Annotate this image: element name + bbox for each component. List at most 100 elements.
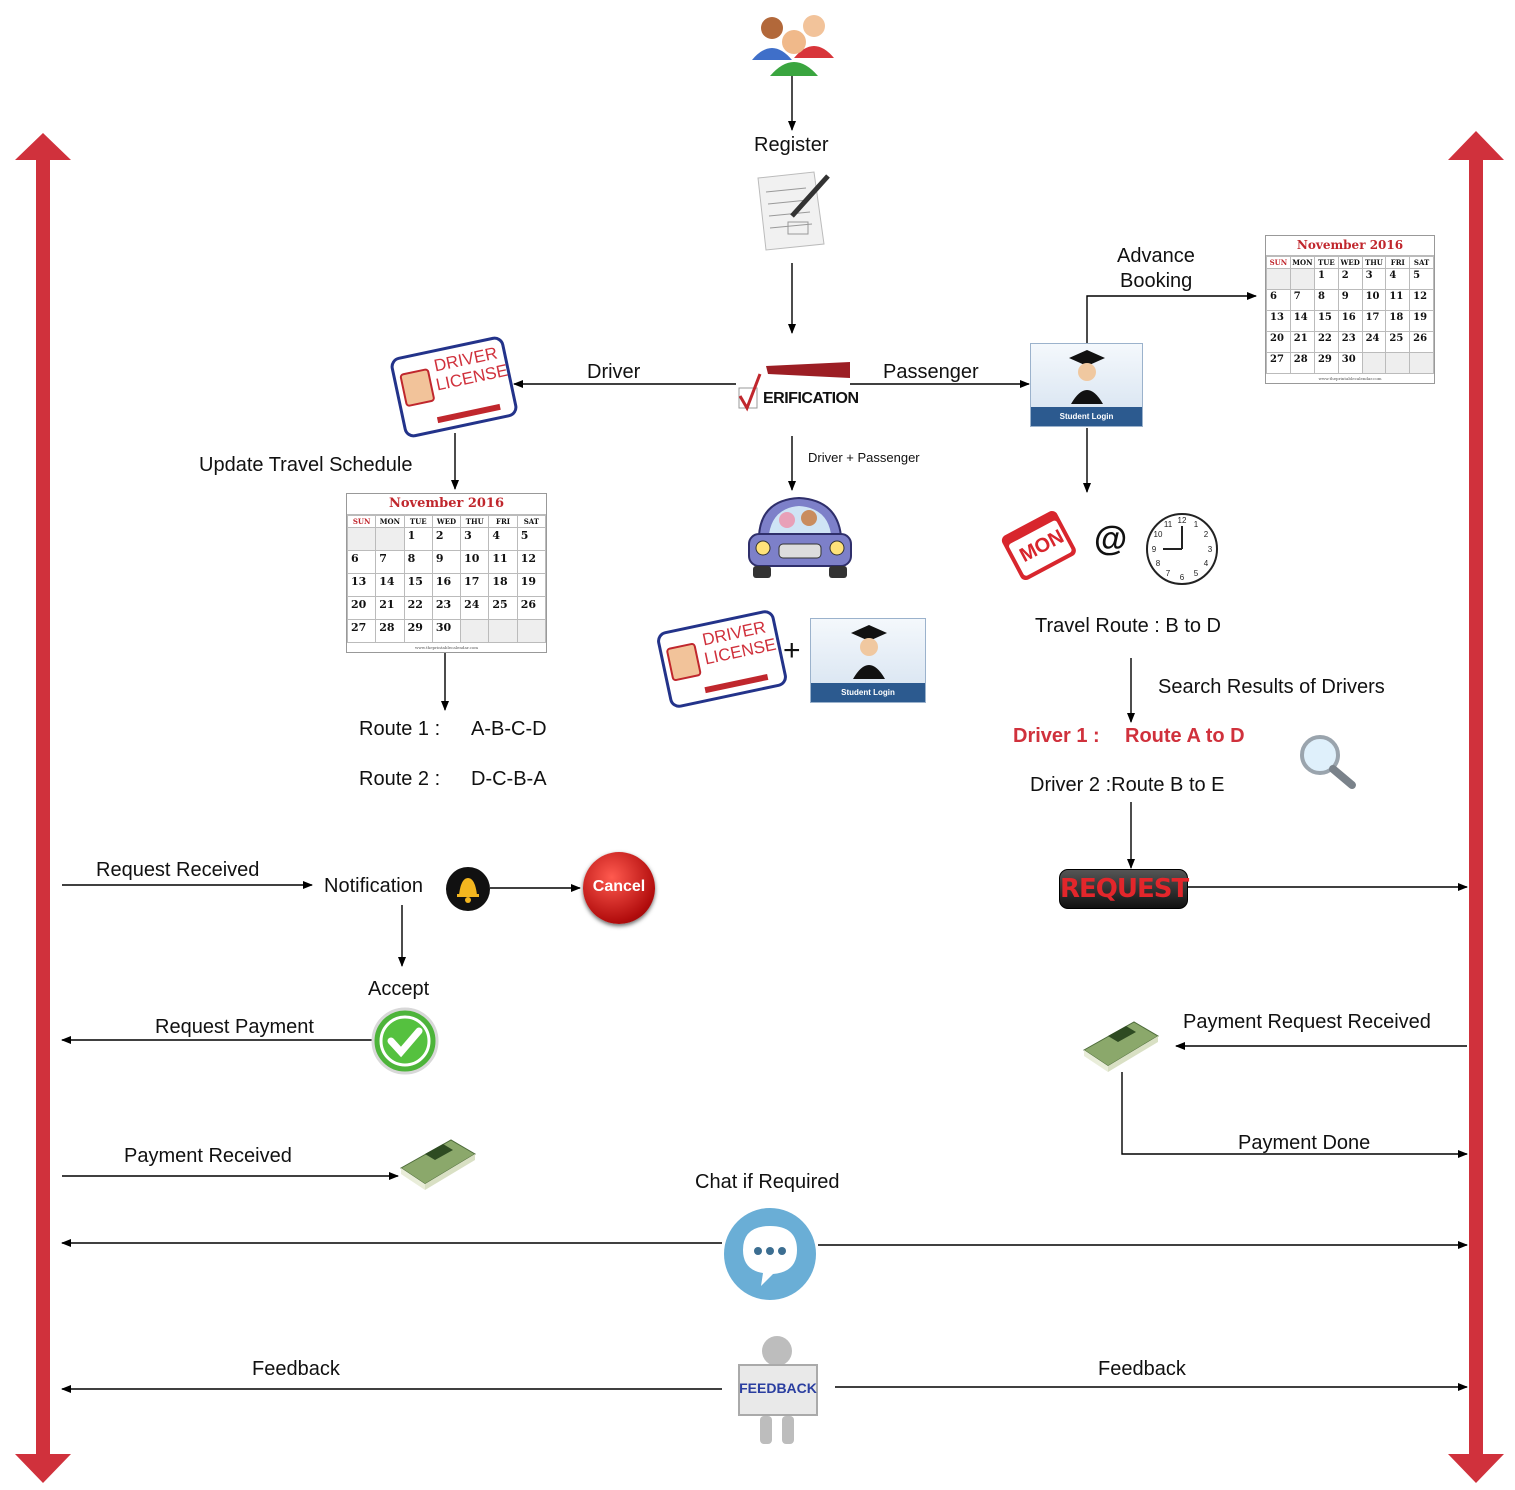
payment-request-received-label: Payment Request Received [1183, 1011, 1431, 1033]
svg-text:9: 9 [1152, 545, 1157, 554]
driver2-result[interactable]: Driver 2 :Route B to E [1030, 774, 1225, 796]
driver-plus-passenger-label: Driver + Passenger [808, 450, 920, 465]
calendar-day-header: WED [431, 515, 462, 528]
request-payment-label: Request Payment [155, 1016, 314, 1038]
chat-if-required-label: Chat if Required [695, 1171, 840, 1193]
svg-text:7: 7 [1166, 569, 1171, 578]
student-login-label: Student Login [1031, 407, 1142, 426]
calendar-date-cell: 29 [403, 619, 433, 643]
request-received-label: Request Received [96, 859, 260, 881]
accept-check-icon[interactable] [371, 1007, 439, 1075]
calendar-date-cell [1409, 352, 1434, 374]
calendar-date-cell: 25 [1385, 331, 1411, 353]
calendar-day-header: THU [1361, 256, 1387, 269]
verification-label: ERIFICATION [763, 390, 859, 407]
at-symbol: @ [1094, 520, 1128, 558]
calendar-date-cell: 14 [375, 573, 405, 597]
calendar-date-cell: 25 [488, 596, 518, 620]
calendar-date-cell [488, 619, 518, 643]
calendar-date-cell: 20 [346, 596, 377, 620]
request-label: REQUEST [1060, 874, 1189, 904]
calendar-date-cell: 13 [1266, 310, 1291, 332]
calendar-day-header: SUN [1266, 256, 1291, 269]
calendar-date-cell: 30 [431, 619, 462, 643]
calendar-date-cell: 26 [516, 596, 547, 620]
calendar-date-cell: 19 [1409, 310, 1434, 332]
calendar-date-cell: 21 [1289, 331, 1315, 353]
calendar-date-cell: 22 [1313, 331, 1339, 353]
payment-done-label: Payment Done [1238, 1132, 1371, 1154]
calendar-date-cell [1266, 268, 1291, 290]
calendar-date-cell: 15 [1313, 310, 1339, 332]
calendar-date-cell: 16 [431, 573, 462, 597]
calendar-date-cell: 7 [375, 550, 405, 574]
left-lifeline [15, 133, 71, 1483]
calendar-date-cell: 30 [1337, 352, 1363, 374]
calendar-date-cell [1385, 352, 1411, 374]
calendar-date-cell: 6 [346, 550, 377, 574]
calendar-date-cell: 23 [1337, 331, 1363, 353]
student-login-label: Student Login [811, 683, 925, 702]
money-stack-icon [1083, 1021, 1159, 1072]
calendar-date-cell: 27 [346, 619, 377, 643]
calendar-date-cell: 4 [1385, 268, 1411, 290]
calendar-date-cell: 15 [403, 573, 433, 597]
calendar-date-cell: 10 [1361, 289, 1387, 311]
calendar-date-cell: 2 [1337, 268, 1363, 290]
calendar-date-cell: 19 [516, 573, 547, 597]
calendar-date-cell: 28 [1289, 352, 1315, 374]
register-form-icon [757, 171, 830, 251]
plus-sign: + [783, 634, 801, 667]
graduate-icon [851, 625, 887, 679]
route2-name: Route 2 : [359, 768, 441, 790]
search-results-label: Search Results of Drivers [1158, 676, 1385, 698]
calendar-date-cell: 29 [1313, 352, 1339, 374]
calendar-day-header: SAT [1409, 256, 1434, 269]
calendar-date-cell: 5 [516, 527, 547, 551]
calendar-date-cell: 18 [488, 573, 518, 597]
search-icon [1300, 735, 1356, 789]
calendar-date-cell: 5 [1409, 268, 1434, 290]
calendar-url: www.theprintablecalendar.com [1318, 376, 1382, 381]
cancel-button[interactable]: Cancel [583, 852, 655, 924]
cancel-label: Cancel [592, 878, 646, 895]
update-travel-schedule-label: Update Travel Schedule [199, 454, 413, 476]
calendar-date-cell: 11 [488, 550, 518, 574]
calendar-date-cell [460, 619, 490, 643]
driver1-route[interactable]: Route A to D [1125, 725, 1245, 747]
calendar-date-cell: 1 [1313, 268, 1339, 290]
request-button[interactable]: REQUEST [1059, 869, 1189, 909]
calendar-date-cell: 8 [403, 550, 433, 574]
calendar-date-cell: 21 [375, 596, 405, 620]
feedback-right-label: Feedback [1098, 1358, 1186, 1380]
calendar-day-header: TUE [403, 515, 433, 528]
driver1-name[interactable]: Driver 1 : [1013, 725, 1100, 747]
calendar-url: www.theprintablecalendar.com [414, 645, 479, 650]
calendar-date-cell: 17 [1361, 310, 1387, 332]
calendar-day-header: THU [460, 515, 490, 528]
calendar-date-cell: 6 [1266, 289, 1291, 311]
calendar-day-header: FRI [1385, 256, 1411, 269]
calendar-title: November 2016 [347, 494, 546, 515]
calendar-date-cell: 11 [1385, 289, 1411, 311]
svg-text:8: 8 [1156, 559, 1161, 568]
calendar-date-cell: 28 [375, 619, 405, 643]
calendar-date-cell: 14 [1289, 310, 1315, 332]
calendar-date-cell: 10 [460, 550, 490, 574]
passenger-label: Passenger [883, 361, 979, 383]
calendar-date-cell: 20 [1266, 331, 1291, 353]
graduate-icon [1069, 350, 1105, 404]
chat-bubble-icon[interactable] [721, 1206, 819, 1302]
route1-name: Route 1 : [359, 718, 441, 740]
calendar-date-cell: 27 [1266, 352, 1291, 374]
svg-text:1: 1 [1194, 520, 1199, 529]
